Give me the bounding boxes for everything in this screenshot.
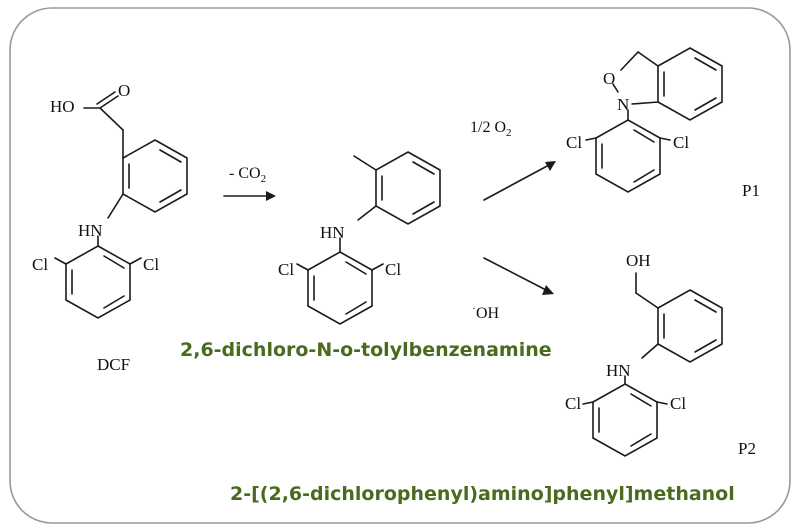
dcf-name-label: DCF	[97, 355, 130, 374]
p1-lower-ring	[585, 119, 671, 193]
step2-arrow	[483, 161, 556, 201]
dcf-acid-chain	[83, 91, 124, 159]
step2-reagent-label: 1/2 O2	[470, 119, 512, 139]
p2-nh-bond-upper	[641, 343, 659, 359]
intermediate-nh-bond-upper	[357, 205, 377, 221]
p1-benzo-ring	[657, 47, 723, 121]
intermediate-lower-ring	[296, 251, 384, 325]
intermediate-caption: 2,6-dichloro-N-o-tolylbenzenamine	[180, 339, 552, 361]
p2-hydroxymethyl	[635, 272, 659, 309]
p2-cl-left-label: Cl	[565, 394, 581, 413]
p2-lower-ring	[582, 383, 668, 457]
dcf-cl-right-label: Cl	[143, 255, 159, 274]
intermediate-nh-label: HN	[320, 223, 345, 242]
p1-isoxazoline-ring	[612, 51, 659, 105]
p2-structure: OH HN Cl Cl P2	[565, 251, 756, 458]
dcf-ho-label: HO	[50, 97, 75, 116]
dcf-nh-label: HN	[78, 221, 103, 240]
dcf-upper-ring	[122, 139, 188, 213]
step3-reagent-label: ·OH	[472, 301, 500, 322]
step1-reagent-label: - CO2	[229, 165, 266, 185]
intermediate-upper-ring	[353, 151, 441, 225]
dcf-cl-left-label: Cl	[32, 255, 48, 274]
step3-arrow	[483, 257, 554, 295]
p2-oh-label: OH	[626, 251, 651, 270]
p1-cl-left-label: Cl	[566, 133, 582, 152]
p1-structure: O N Cl Cl P1	[566, 47, 760, 200]
p1-cl-right-label: Cl	[673, 133, 689, 152]
p2-nh-label: HN	[606, 361, 631, 380]
p1-name-label: P1	[742, 181, 760, 200]
step1-arrow	[223, 191, 276, 201]
p2-cl-right-label: Cl	[670, 394, 686, 413]
intermediate-structure: HN Cl Cl	[278, 151, 441, 325]
intermediate-cl-right-label: Cl	[385, 260, 401, 279]
p1-n-label: N	[617, 95, 629, 114]
dcf-nh-bond-upper	[107, 193, 124, 219]
p1-o-label: O	[603, 69, 615, 88]
dcf-carbonyl-o-label: O	[118, 81, 130, 100]
dcf-structure: HO O HN Cl Cl DCF	[32, 81, 188, 374]
dcf-lower-ring	[54, 245, 142, 319]
p2-upper-ring	[657, 289, 723, 363]
frame-border	[9, 7, 791, 524]
p2-caption: 2-[(2,6-dichlorophenyl)amino]phenyl]meth…	[230, 483, 735, 505]
intermediate-cl-left-label: Cl	[278, 260, 294, 279]
p2-name-label: P2	[738, 439, 756, 458]
